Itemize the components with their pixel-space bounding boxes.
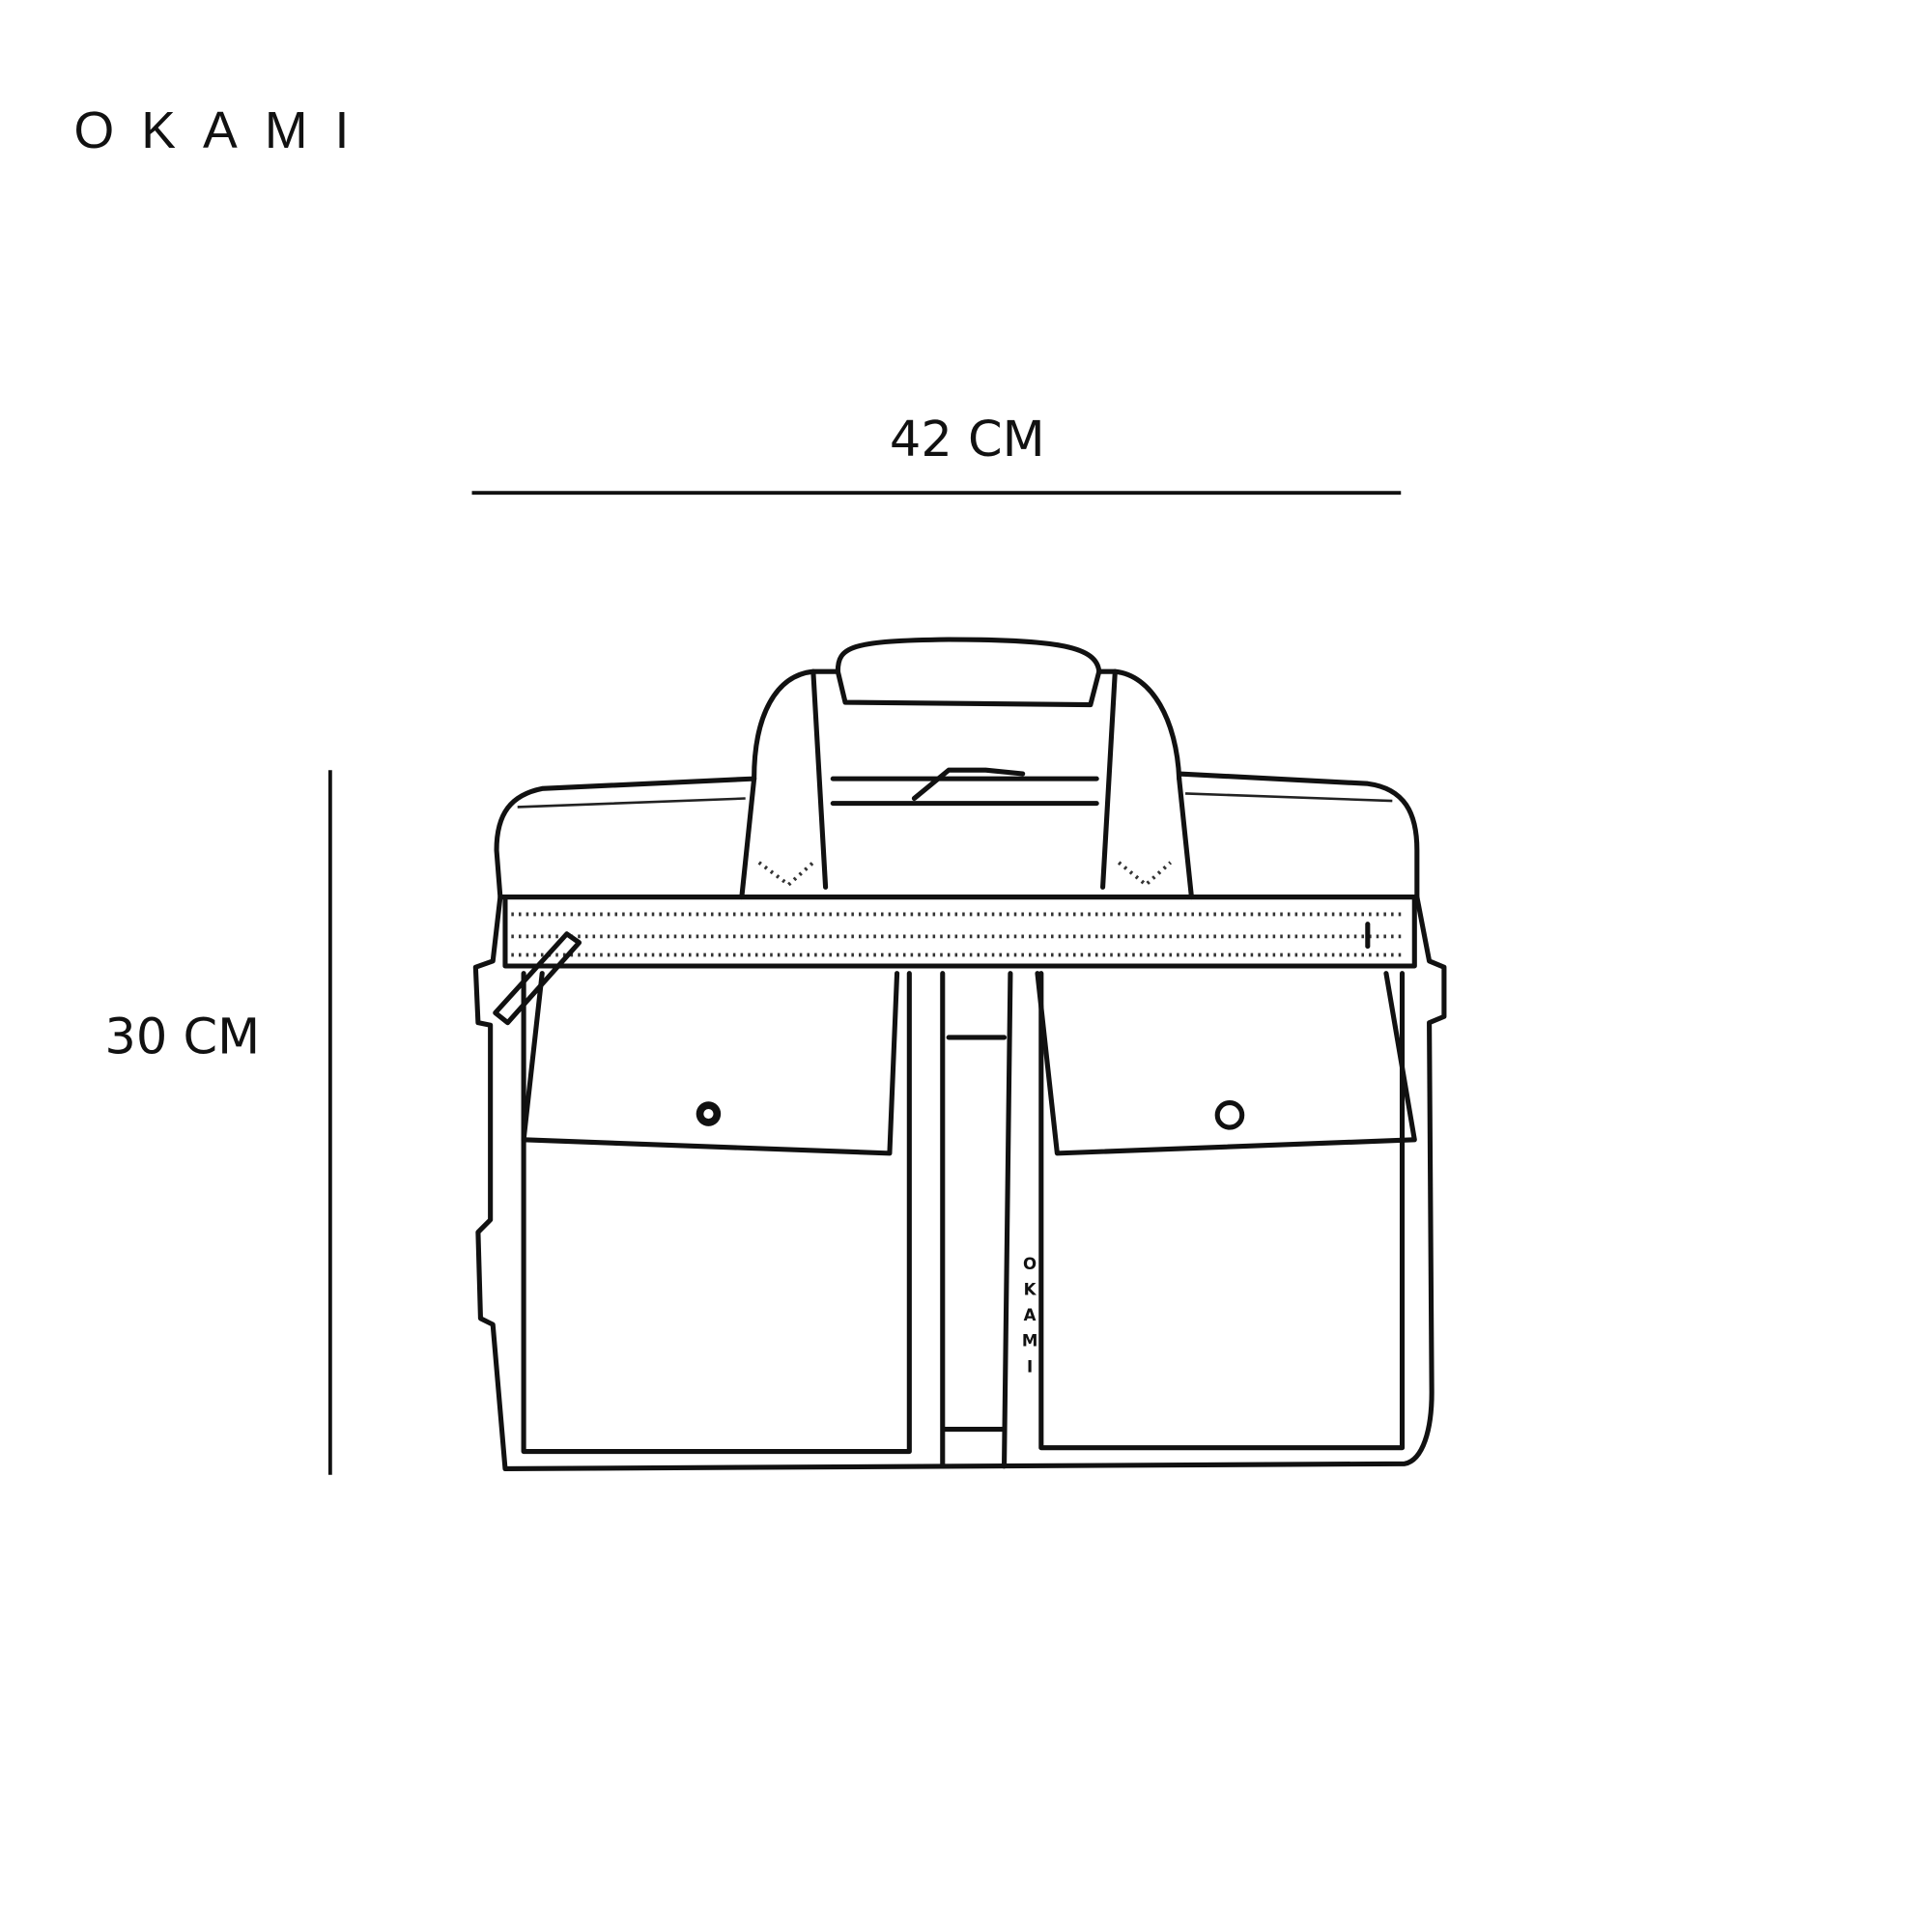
right-pocket <box>1038 971 1406 1451</box>
strap-brand-text: OKAMI <box>910 1255 1038 1373</box>
bag-body <box>472 895 1447 1471</box>
brand-logo: OKAMI <box>74 102 377 159</box>
height-label: 30 CM <box>104 1009 260 1066</box>
left-pocket-flap <box>521 971 900 1156</box>
right-pocket-flap <box>1035 971 1417 1156</box>
zipper-pull-top <box>911 767 1026 802</box>
left-pocket <box>521 971 912 1455</box>
bag-top <box>494 771 1420 900</box>
right-snap-button <box>1214 1100 1245 1130</box>
width-label: 42 CM <box>890 412 1045 469</box>
zipper-pull-front <box>493 931 582 1026</box>
bag-handle <box>752 637 1182 781</box>
front-zipper <box>502 895 1417 969</box>
center-strap <box>940 971 1013 1469</box>
bag-illustration: OKAMI <box>472 637 1447 1471</box>
